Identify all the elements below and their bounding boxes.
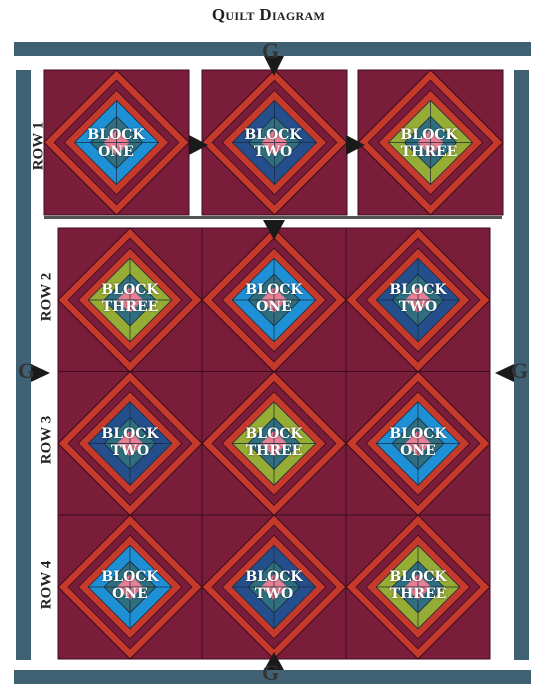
row-separator [44,216,502,219]
row-label-1: ROW 1 [31,122,48,170]
g-label-right: G [511,358,528,384]
row-label-4: ROW 4 [39,561,56,609]
row-label-3: ROW 3 [39,416,56,464]
g-label-left: G [18,358,35,384]
g-label-bottom: G [262,660,279,686]
g-label-top: G [262,38,279,64]
row-label-2: ROW 2 [39,273,56,321]
